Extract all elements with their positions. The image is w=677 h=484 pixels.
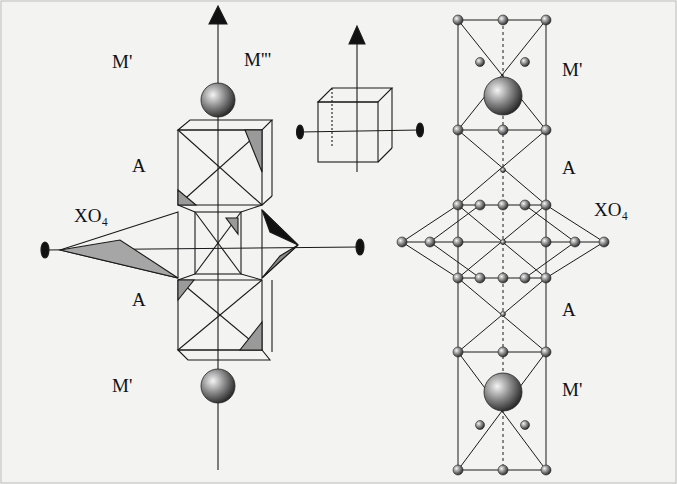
site-label: A [562,300,576,321]
site-label: A [562,158,576,179]
atom-sphere [201,369,235,403]
atom-balls [397,15,609,475]
cube-figure [297,26,424,172]
site-label: A [132,156,146,177]
site-label: M' [562,380,582,401]
site-label: M' [112,52,132,73]
site-label: M''' [244,50,271,71]
atom-sphere [201,83,235,117]
site-label: M' [562,60,582,81]
site-label: A [132,290,146,311]
polyhedron-figure [41,6,364,470]
atom-sphere [484,373,522,411]
site-label: XO₄ [594,200,628,221]
atom-sphere [484,77,522,115]
site-label: M' [112,376,132,397]
site-label: XO₄ [74,206,108,227]
ball-stick-figure [402,20,604,470]
